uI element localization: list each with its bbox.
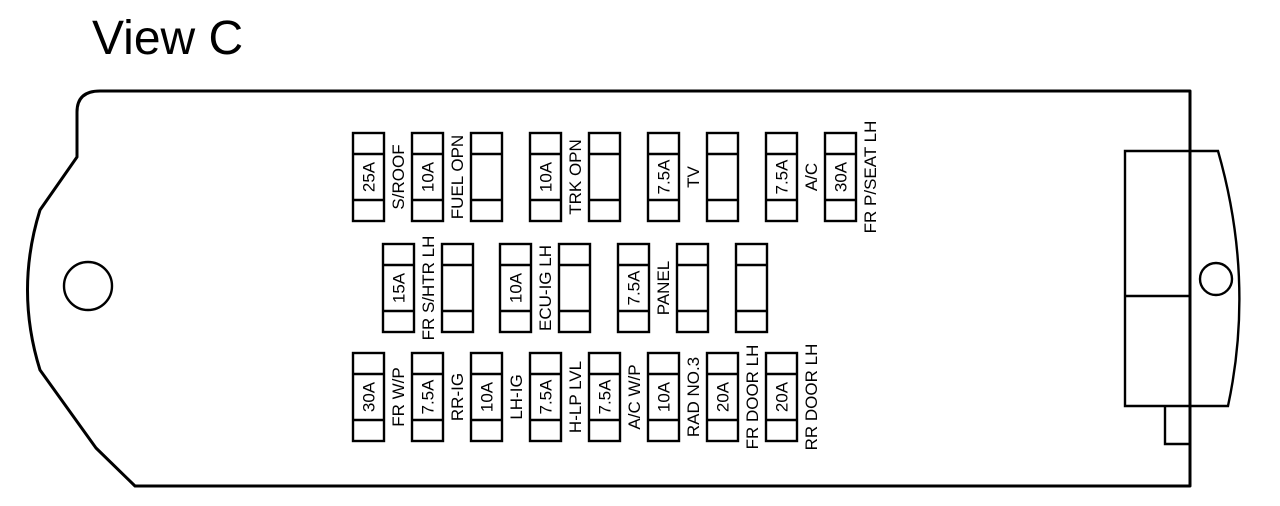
fuse-r2c6	[675, 242, 710, 334]
fuse-rating: 15A	[390, 272, 409, 303]
fuse-label: TRK OPN	[566, 139, 585, 215]
fuse-body	[351, 351, 386, 443]
fuse-label: RR-IG	[448, 373, 467, 421]
fuse-r1c7	[705, 131, 740, 223]
fuse-label: PANEL	[654, 261, 673, 316]
fuse-rating: 25A	[360, 161, 379, 192]
fuse-rating: 7.5A	[537, 379, 556, 415]
fuse-body	[381, 242, 416, 334]
fuse-r1c8: 7.5A A/C	[764, 131, 821, 223]
mounting-hole-right	[1198, 261, 1234, 297]
fuse-rating: 20A	[714, 381, 733, 412]
fuse-rating: 7.5A	[655, 159, 674, 195]
fuse-body	[764, 131, 799, 223]
fuse-body	[616, 242, 651, 334]
fuse-body	[823, 131, 858, 223]
fuse-body	[528, 351, 563, 443]
fuse-body	[440, 242, 475, 334]
fuse-rating: 10A	[655, 381, 674, 412]
fuse-r2c4	[557, 242, 592, 334]
fuse-body	[646, 131, 681, 223]
fuse-rating: 10A	[507, 272, 526, 303]
fuse-r3c7: 20A FR DOOR LH	[705, 345, 762, 450]
fuse-body	[646, 351, 681, 443]
fuse-label: LH-IG	[507, 374, 526, 419]
fuse-body	[587, 131, 622, 223]
fuse-r1c3	[469, 131, 504, 223]
fuse-body	[469, 131, 504, 223]
fuse-r3c6: 10A RAD NO.3	[646, 351, 703, 443]
fuse-r1c6: 7.5A TV	[646, 131, 703, 223]
fuse-body	[675, 242, 710, 334]
fuse-label: FR P/SEAT LH	[861, 121, 880, 234]
fuse-rating: 10A	[419, 161, 438, 192]
fuse-label: FUEL OPN	[448, 135, 467, 219]
fuse-body	[557, 242, 592, 334]
fuse-r3c8: 20A RR DOOR LH	[764, 344, 821, 451]
fuse-body	[587, 351, 622, 443]
fuse-r2c1: 15A FR S/HTR LH	[381, 236, 438, 341]
fuse-r2c2	[440, 242, 475, 334]
fuse-body	[705, 131, 740, 223]
fuse-body	[734, 242, 769, 334]
fuse-r2c5: 7.5A PANEL	[616, 242, 673, 334]
fuse-body	[528, 131, 563, 223]
fuse-label: FR DOOR LH	[743, 345, 762, 450]
fuse-label: H-LP LVL	[566, 361, 585, 433]
fuse-r1c4: 10A TRK OPN	[528, 131, 585, 223]
fuse-label: FR W/P	[389, 367, 408, 427]
fuse-rating: 7.5A	[625, 270, 644, 306]
fuse-rating: 7.5A	[419, 379, 438, 415]
fuse-r1c2: 10A FUEL OPN	[410, 131, 467, 223]
fuse-label: RR DOOR LH	[802, 344, 821, 451]
fuse-rating: 20A	[773, 381, 792, 412]
fuse-body	[410, 351, 445, 443]
fuse-rating: 30A	[832, 161, 851, 192]
fuse-label: TV	[684, 165, 703, 187]
fuse-body	[410, 131, 445, 223]
fuse-rating: 10A	[537, 161, 556, 192]
fuse-r3c5: 7.5A A/C W/P	[587, 351, 644, 443]
fuse-rating: 30A	[360, 381, 379, 412]
fuse-r1c1: 25A S/ROOF	[351, 131, 408, 223]
fuse-label: S/ROOF	[389, 144, 408, 209]
fuse-label: RAD NO.3	[684, 357, 703, 437]
mounting-hole-left	[62, 260, 114, 312]
fuse-body	[498, 242, 533, 334]
fuse-box-outline	[26, 89, 1192, 488]
fuse-r2c7	[734, 242, 769, 334]
fuse-r3c2: 7.5A RR-IG	[410, 351, 467, 443]
fuse-body	[351, 131, 386, 223]
fuse-rating: 7.5A	[773, 159, 792, 195]
page-title: View C	[92, 12, 243, 65]
fuse-r1c5	[587, 131, 622, 223]
fuse-rating: 7.5A	[596, 379, 615, 415]
fuse-r1c9: 30A FR P/SEAT LH	[823, 121, 880, 234]
fuse-label: FR S/HTR LH	[419, 236, 438, 341]
fuse-body	[764, 351, 799, 443]
fuse-r2c3: 10A ECU-IG LH	[498, 242, 555, 334]
fuse-r3c3: 10A LH-IG	[469, 351, 526, 443]
fuse-body	[705, 351, 740, 443]
fuse-r3c4: 7.5A H-LP LVL	[528, 351, 585, 443]
fuse-r3c1: 30A FR W/P	[351, 351, 408, 443]
fuse-body	[469, 351, 504, 443]
fuse-label: ECU-IG LH	[536, 245, 555, 331]
fuse-label: A/C	[802, 163, 821, 191]
fuse-label: A/C W/P	[625, 364, 644, 429]
fuse-rating: 10A	[478, 381, 497, 412]
connector-tab	[1123, 149, 1241, 446]
